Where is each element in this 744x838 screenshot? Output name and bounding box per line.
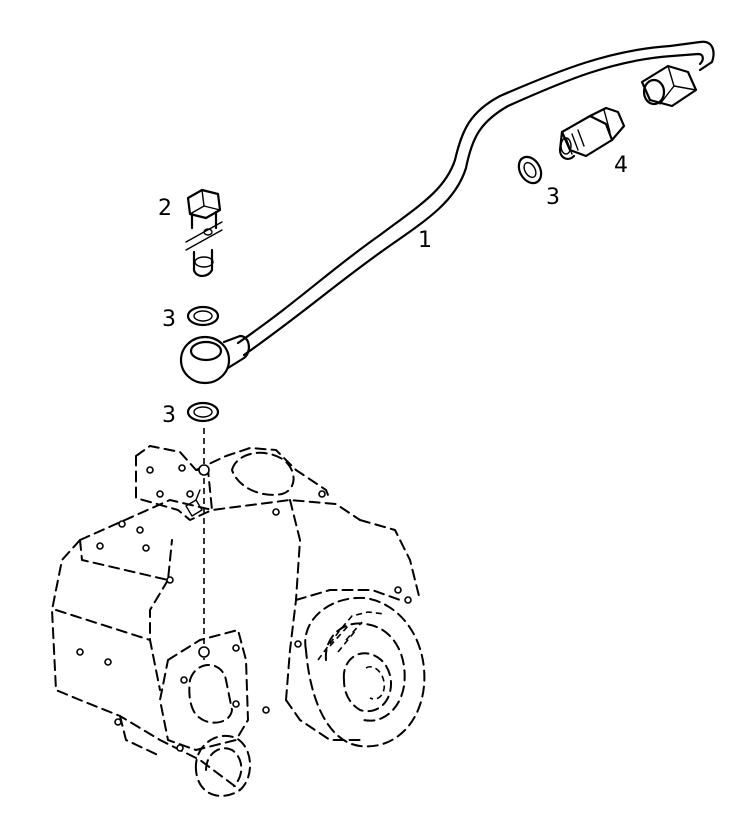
pump-housing (51, 445, 426, 797)
callout-2: 2 (158, 196, 172, 221)
banjo-eye (179, 334, 250, 385)
callout-4: 4 (614, 153, 628, 178)
callout-3-upper-washer: 3 (162, 307, 176, 332)
tube-nut (640, 64, 698, 108)
adapter-fitting (558, 106, 626, 160)
callout-3-lower-washer: 3 (162, 403, 176, 428)
tube-assembly (179, 40, 715, 385)
tube-outer-line (236, 40, 715, 345)
tube-inner-line (242, 52, 704, 357)
callout-1: 1 (418, 228, 432, 253)
washer-upper (186, 305, 220, 327)
washer-lower (186, 401, 220, 423)
banjo-bolt (185, 188, 223, 278)
washer-adapter (517, 155, 543, 185)
callouts: 1 2 3 3 3 4 (158, 153, 628, 428)
callout-3-adapter-washer: 3 (546, 185, 560, 210)
